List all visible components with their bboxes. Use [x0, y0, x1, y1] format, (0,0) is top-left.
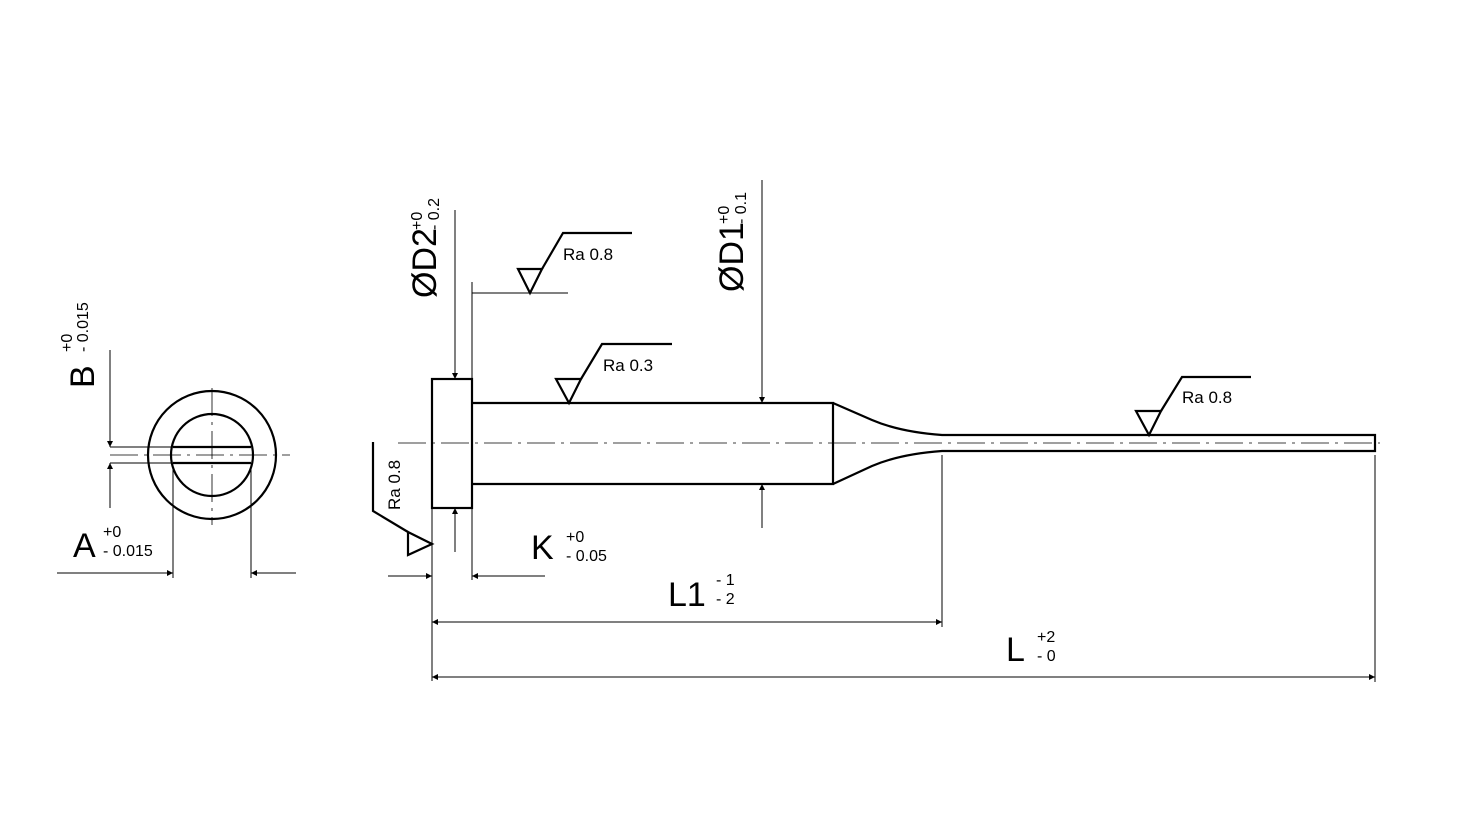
pin-shank	[472, 401, 835, 486]
head-side-finish-tail	[371, 442, 409, 533]
l-label: L	[1006, 631, 1025, 669]
head-face-finish-label: Ra 0.8	[563, 245, 613, 264]
head-side-finish-symbol	[406, 530, 435, 557]
d1-dimension-label: ØD1 +0 - 0.1	[713, 192, 751, 292]
b-dimension-label: B +0 - 0.015	[59, 302, 102, 388]
shank-finish-label: Ra 0.3	[603, 356, 653, 375]
pin-head	[430, 377, 474, 510]
l1-label: L1	[668, 576, 706, 614]
l-tol-upper: +2	[1037, 629, 1055, 646]
l1-dimension-label: L1 - 1 - 2	[668, 572, 735, 614]
l-dimension-label: L +2 - 0	[1006, 629, 1056, 669]
head-side-finish-label: Ra 0.8	[385, 460, 404, 510]
tip-finish-tail	[1160, 375, 1251, 412]
tip-finish-symbol	[1134, 409, 1163, 438]
head-face-finish-tail	[541, 231, 632, 270]
side-view	[371, 180, 1380, 682]
a-tol-upper: +0	[103, 524, 121, 541]
l1-tol-lower: - 2	[716, 591, 735, 608]
b-label: B	[64, 365, 102, 388]
a-label: A	[73, 527, 96, 565]
k-label: K	[531, 529, 554, 567]
a-dimension-label: A +0 - 0.015	[73, 524, 153, 565]
head-face-finish-symbol	[516, 267, 544, 296]
l1-tol-upper: - 1	[716, 572, 735, 589]
k-tol-lower: - 0.05	[566, 548, 607, 565]
end-view	[57, 350, 296, 578]
d2-tol-lower: - 0.2	[426, 198, 443, 230]
d1-label: ØD1	[713, 222, 751, 292]
d1-tol-lower: - 0.1	[733, 192, 750, 224]
d2-tol-upper: +0	[409, 212, 426, 230]
b-tol-upper: +0	[59, 334, 76, 352]
d2-label: ØD2	[406, 228, 444, 298]
shank-finish-symbol	[554, 377, 583, 406]
d2-dimension-label: ØD2 +0 - 0.2	[406, 198, 444, 298]
k-dimension-label: K +0 - 0.05	[531, 529, 607, 567]
l-tol-lower: - 0	[1037, 648, 1056, 665]
tip-finish-label: Ra 0.8	[1182, 388, 1232, 407]
k-tol-upper: +0	[566, 529, 584, 546]
a-tol-lower: - 0.015	[103, 543, 153, 560]
d1-tol-upper: +0	[716, 206, 733, 224]
shank-finish-tail	[580, 342, 672, 380]
b-tol-lower: - 0.015	[75, 302, 92, 352]
pin-tip	[832, 401, 1377, 485]
